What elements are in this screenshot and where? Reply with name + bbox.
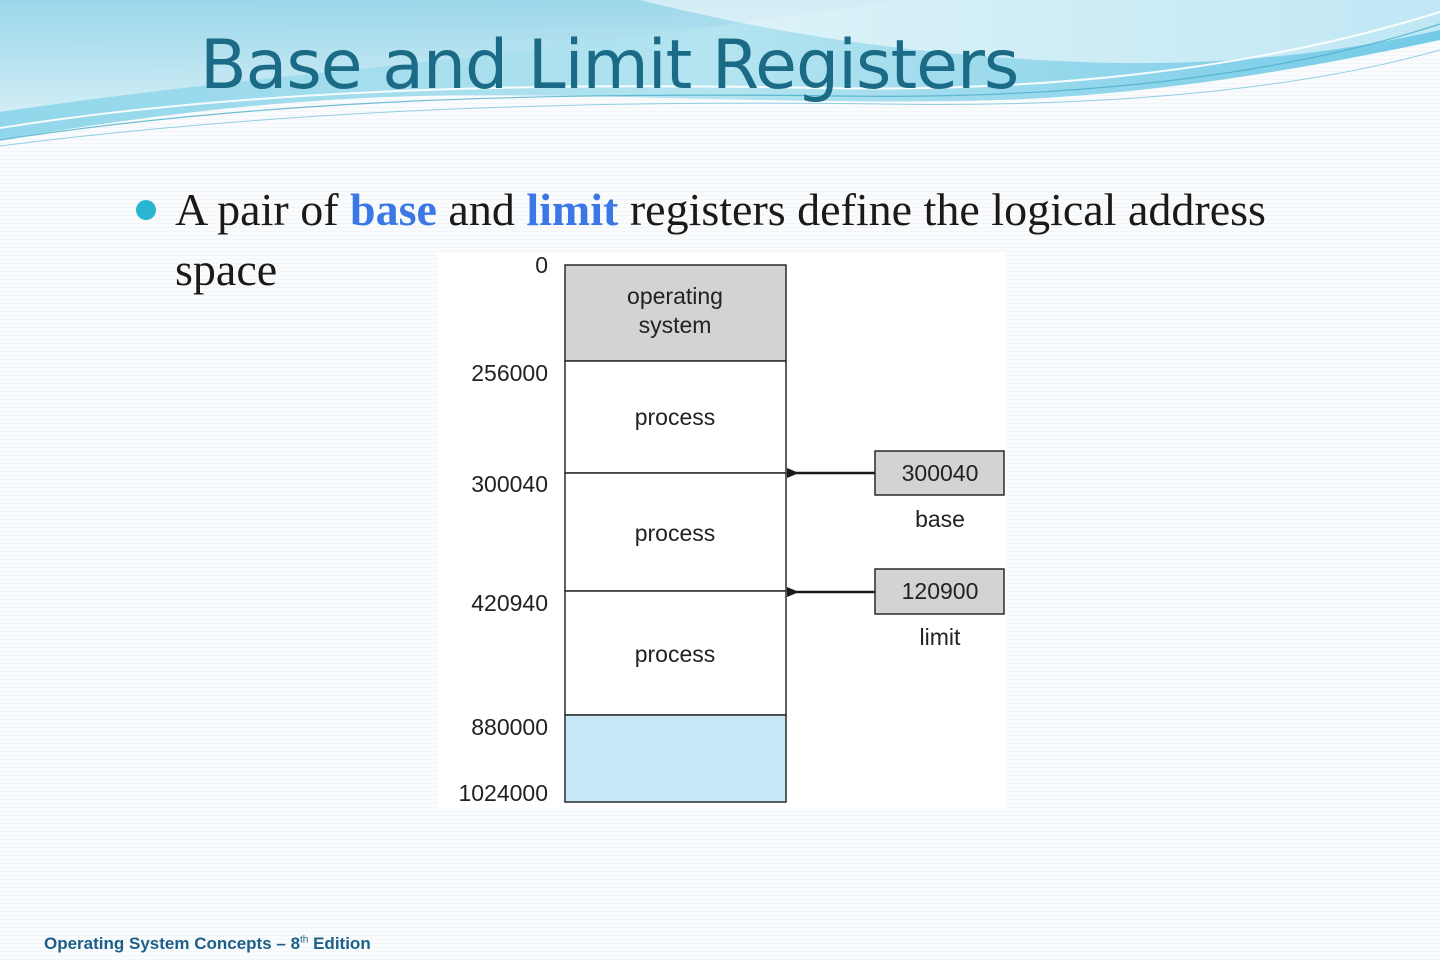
bullet-icon bbox=[136, 200, 156, 220]
limit-register-value: 120900 bbox=[902, 578, 979, 604]
footer-superscript: th bbox=[300, 934, 309, 946]
address-label-420940: 420940 bbox=[471, 590, 548, 616]
memory-block-free bbox=[564, 714, 787, 803]
footer: Operating System Concepts – 8th Edition bbox=[44, 934, 371, 954]
memory-block-process-3 bbox=[564, 590, 787, 716]
keyword-limit: limit bbox=[526, 184, 619, 235]
address-label-256000: 256000 bbox=[471, 360, 548, 386]
header-wave-decoration bbox=[0, 0, 1440, 147]
address-label-0: 0 bbox=[535, 252, 548, 278]
bullet-text: A pair of base and limit registers defin… bbox=[175, 180, 1295, 300]
memory-diagram-svg: operating system process process process… bbox=[458, 252, 1005, 806]
slide-title: Base and Limit Registers bbox=[200, 26, 1019, 105]
bullet-text-before: A pair of bbox=[175, 184, 351, 235]
footer-tail: Edition bbox=[308, 934, 371, 953]
block-label-process-3: process bbox=[635, 641, 716, 667]
memory-block-process-2 bbox=[564, 472, 787, 592]
address-label-880000: 880000 bbox=[471, 714, 548, 740]
block-label-process-2: process bbox=[635, 520, 716, 546]
base-register-value: 300040 bbox=[902, 460, 979, 486]
base-register-label: base bbox=[915, 506, 965, 532]
memory-block-process-1 bbox=[564, 360, 787, 474]
footer-text: Operating System Concepts – 8 bbox=[44, 934, 301, 953]
base-register-box bbox=[874, 450, 1005, 496]
memory-block-operating-system bbox=[564, 264, 787, 362]
keyword-base: base bbox=[350, 184, 437, 235]
block-label-system: system bbox=[639, 312, 712, 338]
address-label-1024000: 1024000 bbox=[458, 780, 548, 806]
memory-diagram: operating system process process process… bbox=[438, 252, 1006, 808]
bullet-text-after: registers define the logical address spa… bbox=[175, 184, 1266, 295]
limit-register-box bbox=[874, 568, 1005, 615]
block-label-process-1: process bbox=[635, 404, 716, 430]
block-label-operating: operating bbox=[627, 283, 723, 309]
limit-register-label: limit bbox=[920, 624, 961, 650]
address-label-300040: 300040 bbox=[471, 471, 548, 497]
bullet-text-middle: and bbox=[436, 184, 527, 235]
